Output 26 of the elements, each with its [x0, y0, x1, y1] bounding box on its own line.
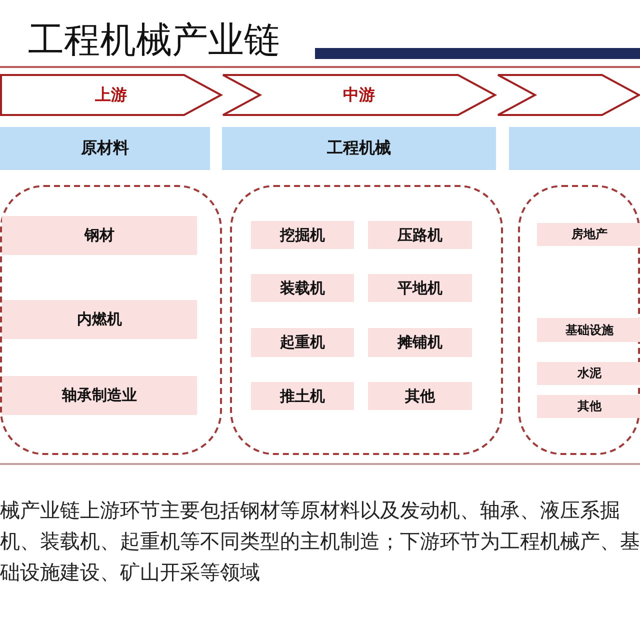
- item-box: 水泥: [537, 362, 640, 385]
- item-box: 其他: [368, 382, 472, 410]
- item-box: 基础设施: [537, 318, 640, 342]
- item-box: 轴承制造业: [2, 376, 197, 415]
- item-box: 装载机: [251, 274, 354, 302]
- item-box: 内燃机: [2, 300, 197, 339]
- title: 工程机械产业链: [28, 18, 280, 62]
- item-box: 钢材: [2, 216, 197, 255]
- stage-header-bar: 工程机械: [222, 127, 496, 170]
- dashed-group: [518, 185, 640, 455]
- item-box: 房地产: [537, 223, 640, 246]
- description-paragraph: 械产业链上游环节主要包括钢材等原材料以及发动机、轴承、液压系掘机、装载机、起重机等不同类型的主机制造；下游环节为工程机械产、基础设施建设、矿山开采等领域: [0, 499, 640, 586]
- stage-banner: 上游: [0, 74, 222, 116]
- item-box: 其他: [537, 395, 640, 418]
- item-box: 摊铺机: [368, 328, 472, 357]
- item-box: 压路机: [368, 221, 472, 249]
- dashed-group: [0, 185, 222, 455]
- item-box: 推土机: [251, 382, 354, 410]
- stage-banner: [497, 74, 640, 116]
- dashed-group: [230, 185, 503, 455]
- item-box: 起重机: [251, 328, 354, 357]
- item-box: 平地机: [368, 274, 472, 302]
- stage-banner: 中游: [222, 74, 496, 116]
- stage-header-bar: [509, 127, 640, 170]
- item-box: 挖掘机: [251, 221, 354, 249]
- stage-header-bar: 原材料: [0, 127, 210, 170]
